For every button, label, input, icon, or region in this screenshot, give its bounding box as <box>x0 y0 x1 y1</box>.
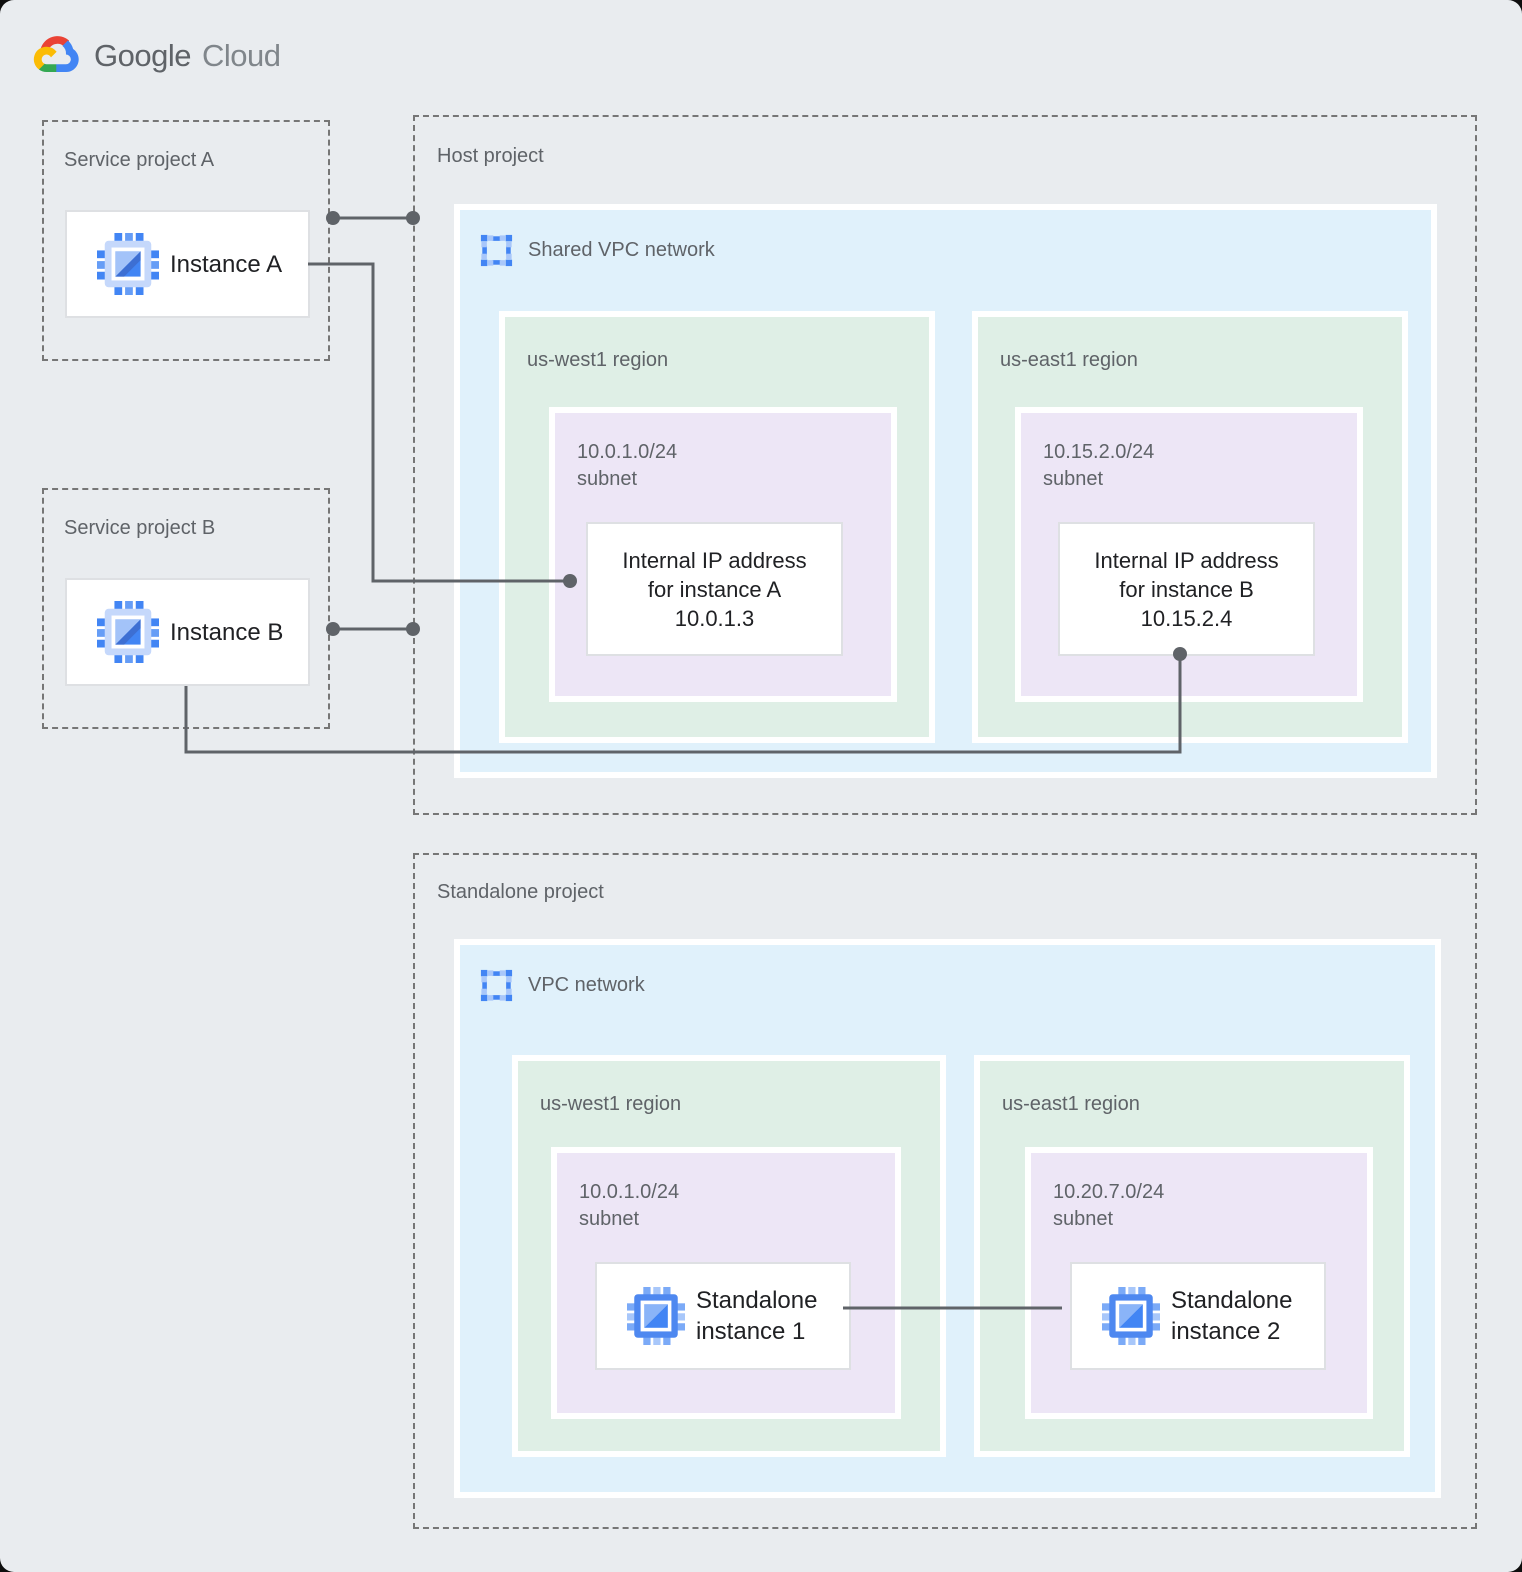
vpc-network-icon <box>480 234 513 267</box>
instance-label-line: instance 2 <box>1171 1318 1281 1345</box>
instance-a-card: Instance A <box>65 210 310 318</box>
host-subnet-us-east1-label: 10.15.2.0/24 subnet <box>1043 439 1154 493</box>
vpc-network-label: VPC network <box>528 974 645 996</box>
subnet-word: subnet <box>1053 1208 1114 1230</box>
shared-vpc-network-label: Shared VPC network <box>528 239 715 261</box>
service-project-b-label: Service project B <box>64 517 216 539</box>
subnet-cidr: 10.15.2.0/24 <box>1043 441 1155 463</box>
standalone-region-us-west1-label: us-west1 region <box>540 1093 682 1115</box>
standalone-instance-2-card: Standalone instance 2 <box>1070 1262 1326 1370</box>
service-project-a-label: Service project A <box>64 149 215 171</box>
shared-vpc-network-header: Shared VPC network <box>480 234 715 267</box>
ip-card-line: Internal IP address <box>1094 547 1279 573</box>
service-project-b-box: Service project B Instance B <box>42 488 330 729</box>
internal-ip-card-instance-a: Internal IP address for instance A 10.0.… <box>586 522 843 656</box>
standalone-subnet-us-east1-label: 10.20.7.0/24 subnet <box>1053 1179 1164 1233</box>
subnet-cidr: 10.0.1.0/24 <box>577 441 678 463</box>
host-subnet-us-west1-box: 10.0.1.0/24 subnet Internal IP address f… <box>549 407 897 702</box>
standalone-instance-1-label: Standalone instance 1 <box>696 1285 817 1347</box>
service-project-a-box: Service project A Instance A <box>42 120 330 361</box>
host-region-us-west1-label: us-west1 region <box>527 349 669 371</box>
compute-instance-icon <box>627 1287 685 1345</box>
internal-ip-card-instance-b: Internal IP address for instance B 10.15… <box>1058 522 1315 656</box>
instance-label-line: instance 1 <box>696 1318 806 1345</box>
standalone-instance-1-card: Standalone instance 1 <box>595 1262 851 1370</box>
subnet-word: subnet <box>1043 468 1104 490</box>
ip-card-line: 10.0.1.3 <box>674 605 755 631</box>
instance-b-label: Instance B <box>170 618 284 646</box>
compute-instance-icon <box>1102 1287 1160 1345</box>
standalone-instance-2-label: Standalone instance 2 <box>1171 1285 1292 1347</box>
ip-card-line: 10.15.2.4 <box>1140 605 1233 631</box>
instance-label-line: Standalone <box>696 1287 818 1314</box>
host-region-us-east1-label: us-east1 region <box>1000 349 1138 371</box>
instance-label-line: Standalone <box>1171 1287 1293 1314</box>
standalone-project-box: Standalone project VPC network us-west1 … <box>413 853 1477 1529</box>
ip-card-line: for instance A <box>647 576 782 602</box>
subnet-word: subnet <box>577 468 638 490</box>
standalone-region-us-east1-label: us-east1 region <box>1002 1093 1140 1115</box>
ip-card-line: for instance B <box>1119 576 1254 602</box>
subnet-cidr: 10.0.1.0/24 <box>579 1181 680 1203</box>
compute-instance-icon <box>97 233 159 295</box>
host-region-us-west1-box: us-west1 region 10.0.1.0/24 subnet Inter… <box>499 311 935 743</box>
google-cloud-icon <box>33 36 79 73</box>
standalone-region-us-west1-box: us-west1 region 10.0.1.0/24 subnet Stand… <box>512 1055 946 1457</box>
standalone-subnet-us-west1-box: 10.0.1.0/24 subnet Standalone instance 1 <box>551 1147 901 1419</box>
vpc-network-header: VPC network <box>480 969 645 1002</box>
compute-instance-icon <box>97 601 159 663</box>
logo-text-google: Google <box>94 37 191 73</box>
instance-b-card: Instance B <box>65 578 310 686</box>
logo-text-cloud: Cloud <box>201 37 281 73</box>
host-project-box: Host project Shared VPC network us-west1… <box>413 115 1477 815</box>
standalone-project-label: Standalone project <box>437 881 604 903</box>
standalone-subnet-us-west1-label: 10.0.1.0/24 subnet <box>579 1179 679 1233</box>
vpc-network-box: VPC network us-west1 region 10.0.1.0/24 … <box>454 939 1441 1498</box>
instance-a-label: Instance A <box>170 250 283 278</box>
vpc-network-icon <box>480 969 513 1002</box>
subnet-word: subnet <box>579 1208 640 1230</box>
subnet-cidr: 10.20.7.0/24 <box>1053 1181 1165 1203</box>
ip-card-line: Internal IP address <box>622 547 807 573</box>
google-cloud-logo: Google Cloud <box>33 36 281 75</box>
host-subnet-us-east1-box: 10.15.2.0/24 subnet Internal IP address … <box>1015 407 1363 702</box>
host-region-us-east1-box: us-east1 region 10.15.2.0/24 subnet Inte… <box>972 311 1408 743</box>
standalone-region-us-east1-box: us-east1 region 10.20.7.0/24 subnet Stan… <box>974 1055 1410 1457</box>
host-subnet-us-west1-label: 10.0.1.0/24 subnet <box>577 439 677 493</box>
host-project-label: Host project <box>437 145 544 167</box>
standalone-subnet-us-east1-box: 10.20.7.0/24 subnet Standalone instance … <box>1025 1147 1373 1419</box>
shared-vpc-network-box: Shared VPC network us-west1 region 10.0.… <box>454 204 1437 778</box>
